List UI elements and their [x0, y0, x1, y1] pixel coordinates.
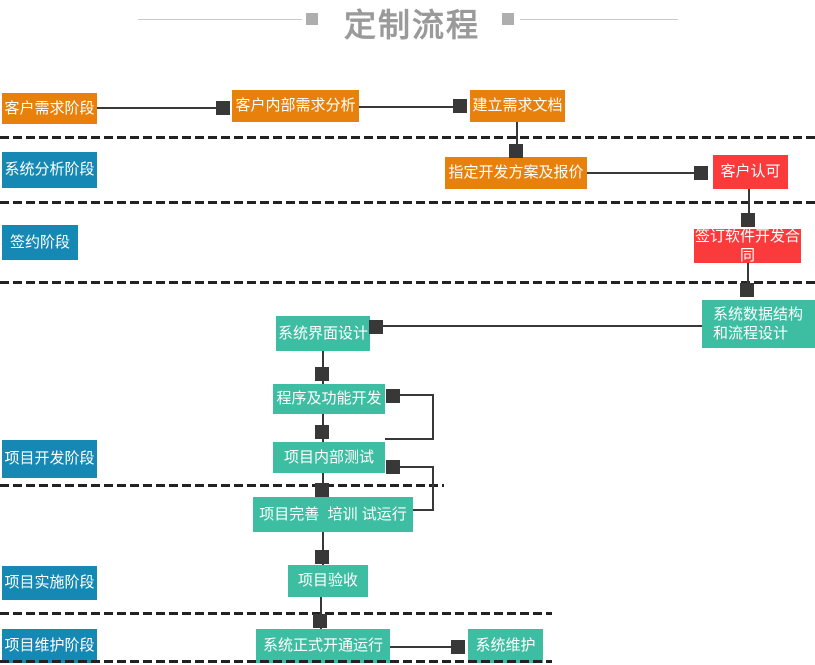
node-dev-plan-and-quote: 指定开发方案及报价 [445, 157, 587, 189]
page-title: 定制流程 [343, 7, 480, 43]
connector-line [399, 394, 434, 396]
node-official-launch: 系统正式开通运行 [256, 629, 390, 663]
phase-divider-1 [0, 136, 815, 139]
node-system-maintenance: 系统维护 [468, 629, 543, 663]
connector-line [390, 646, 455, 648]
arrow-square [694, 166, 708, 180]
node-improve-training-trial: 项目完善 培训 试运行 [253, 497, 413, 532]
connector-line [432, 394, 434, 440]
phase-label-development: 项目开发阶段 [2, 440, 97, 478]
arrow-square [386, 389, 400, 403]
node-project-acceptance: 项目验收 [288, 565, 368, 597]
title-square-left [306, 13, 318, 25]
node-data-structure-design: 系统数据结构 和流程设计 [702, 300, 815, 348]
phase-label-customer-requirement: 客户需求阶段 [2, 93, 97, 124]
arrow-square [741, 213, 755, 227]
arrow-square [386, 460, 400, 474]
arrow-square [216, 101, 230, 115]
title-divider-left [138, 19, 302, 20]
arrow-square [315, 483, 329, 497]
title-divider-right [520, 19, 678, 20]
connector-line [320, 597, 322, 629]
phase-label-implementation: 项目实施阶段 [2, 566, 97, 600]
connector-line [432, 466, 434, 511]
connector-line [413, 509, 434, 511]
phase-divider-4 [0, 484, 444, 487]
phase-divider-6 [0, 660, 552, 663]
connector-line [359, 106, 455, 108]
phase-divider-3 [0, 281, 815, 284]
title-square-right [502, 13, 514, 25]
node-ui-design: 系统界面设计 [276, 316, 370, 351]
phase-label-maintenance: 项目维护阶段 [2, 629, 97, 663]
node-sign-contract: 签订软件开发合同 [694, 227, 801, 264]
node-program-development: 程序及功能开发 [273, 384, 385, 414]
connector-line [399, 466, 434, 468]
arrow-square [315, 550, 329, 564]
arrow-square [740, 283, 754, 297]
arrow-square [453, 99, 467, 113]
connector-line [587, 172, 697, 174]
arrow-square [369, 320, 383, 334]
connector-line [385, 438, 434, 440]
connector-line [747, 263, 749, 285]
arrow-square [313, 614, 327, 628]
connector-line [516, 122, 518, 146]
node-internal-requirement-analysis: 客户内部需求分析 [232, 90, 359, 122]
arrow-square [315, 367, 329, 381]
node-build-requirement-doc: 建立需求文档 [470, 90, 565, 122]
connector-line [748, 189, 750, 215]
connector-line [97, 107, 217, 109]
node-customer-approval: 客户认可 [713, 155, 788, 189]
node-internal-testing: 项目内部测试 [273, 442, 385, 473]
connector-line [322, 532, 324, 565]
phase-divider-5 [0, 612, 552, 615]
arrow-square [315, 425, 329, 439]
arrow-square [509, 144, 523, 158]
phase-label-signing: 签约阶段 [2, 225, 78, 260]
phase-label-system-analysis: 系统分析阶段 [2, 152, 97, 188]
connector-line [383, 325, 702, 327]
arrow-square [451, 640, 465, 654]
phase-divider-2 [0, 201, 815, 204]
